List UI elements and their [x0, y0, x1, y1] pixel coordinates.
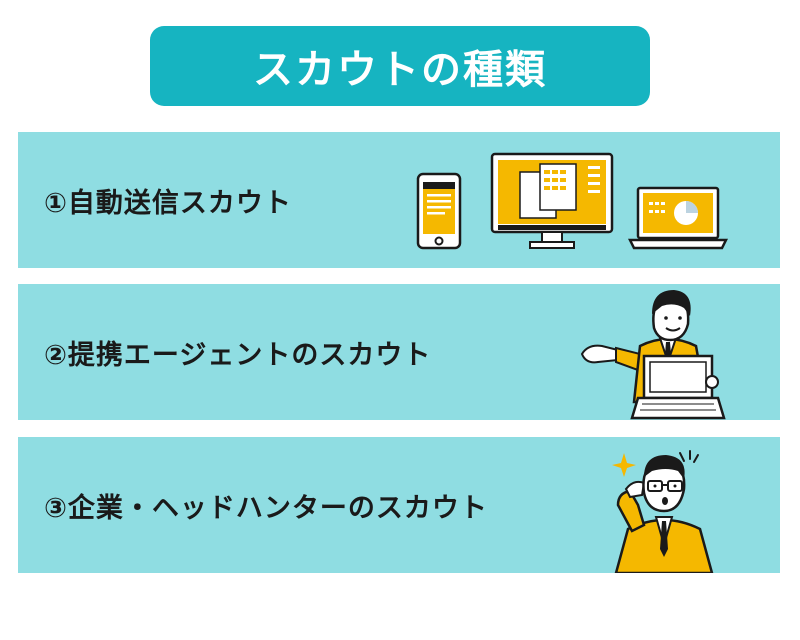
businessman-presenting-icon [580, 290, 726, 420]
scout-type-label-1: ①自動送信スカウト [44, 187, 292, 219]
page-title: スカウトの種類 [253, 47, 547, 93]
scout-type-panel-3: ③企業・ヘッドハンターのスカウト [18, 437, 780, 573]
scout-type-panel-1: ①自動送信スカウト [18, 132, 780, 268]
scout-type-panel-2: ②提携エージェントのスカウト [18, 284, 780, 420]
laptop-icon [628, 186, 728, 250]
businessman-surprised-icon [612, 450, 714, 573]
desktop-monitor-icon [490, 152, 614, 249]
smartphone-icon [416, 172, 462, 250]
scout-type-label-2: ②提携エージェントのスカウト [44, 339, 432, 371]
scout-type-label-3: ③企業・ヘッドハンターのスカウト [44, 492, 488, 524]
title-banner: スカウトの種類 [150, 26, 650, 106]
